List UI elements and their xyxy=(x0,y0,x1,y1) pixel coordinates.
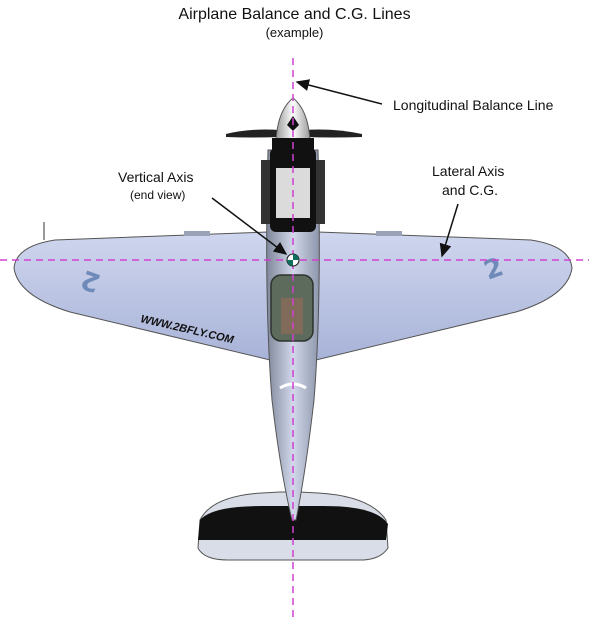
cg-marker xyxy=(286,253,300,267)
wings xyxy=(13,222,573,361)
vertical-axis-sublabel: (end view) xyxy=(130,188,186,202)
lateral-axis-arrow xyxy=(439,203,459,258)
longitudinal-label: Longitudinal Balance Line xyxy=(393,97,554,113)
vertical-axis-arrow xyxy=(211,197,288,255)
diagram-subtitle: (example) xyxy=(265,25,324,40)
longitudinal-arrow xyxy=(295,79,383,105)
propeller xyxy=(226,97,362,150)
lateral-axis-label: Lateral Axis xyxy=(432,163,505,179)
vertical-axis-label: Vertical Axis xyxy=(118,169,194,185)
lateral-cg-label: and C.G. xyxy=(442,182,499,198)
diagram-title: Airplane Balance and C.G. Lines xyxy=(178,6,411,23)
